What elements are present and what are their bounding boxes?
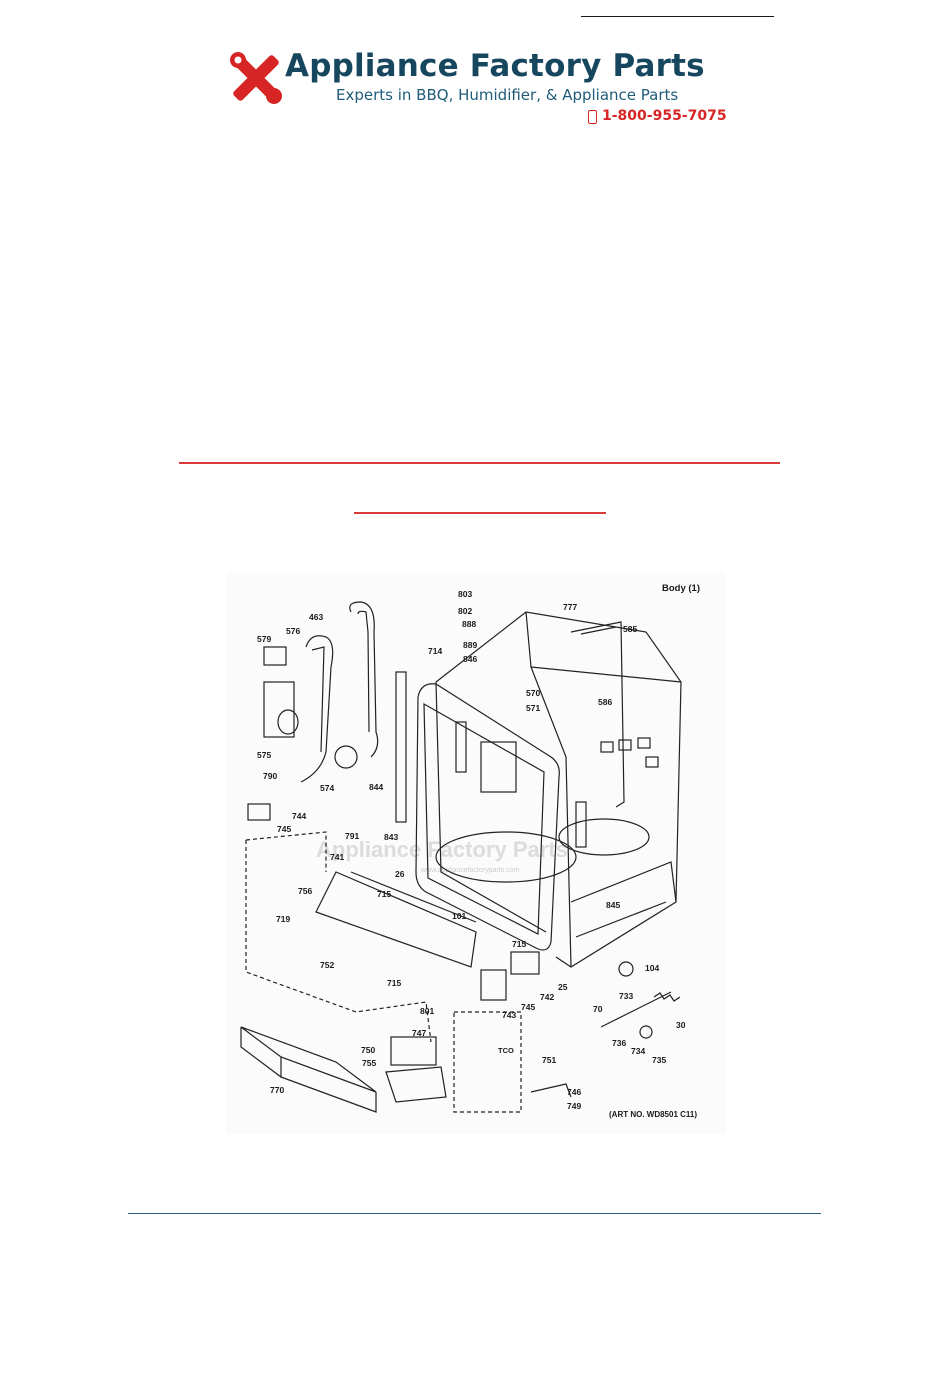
- callout-846: 846: [463, 654, 477, 664]
- callout-888: 888: [462, 619, 476, 629]
- callout-70: 70: [593, 1004, 603, 1014]
- callout-26: 26: [395, 869, 405, 879]
- callout-801: 801: [420, 1006, 434, 1016]
- callout-104: 104: [645, 963, 659, 973]
- red-divider-wide: [179, 462, 780, 464]
- wrench-screwdriver-icon: [230, 52, 282, 104]
- callout-719: 719: [276, 914, 290, 924]
- callout-803: 803: [458, 589, 472, 599]
- callout-734: 734: [631, 1046, 645, 1056]
- callout-845: 845: [606, 900, 620, 910]
- callout-747: 747: [412, 1028, 426, 1038]
- callout-752: 752: [320, 960, 334, 970]
- callout-101: 101: [452, 911, 466, 921]
- parts-diagram: Appliance Factory Parts www.appliancefac…: [226, 572, 726, 1134]
- tub-outline: [415, 611, 682, 968]
- callout-770: 770: [270, 1085, 284, 1095]
- callout-746: 746: [567, 1087, 581, 1097]
- callout-745-a: 745: [277, 824, 291, 834]
- diagram-art-no: (ART NO. WD8501 C11): [609, 1110, 697, 1119]
- callout-25: 25: [558, 982, 568, 992]
- callout-576: 576: [286, 626, 300, 636]
- callout-571: 571: [526, 703, 540, 713]
- callout-tco: TCO: [498, 1046, 514, 1055]
- callout-755: 755: [362, 1058, 376, 1068]
- callout-889: 889: [463, 640, 477, 650]
- brand-tagline: Experts in BBQ, Humidifier, & Appliance …: [336, 86, 679, 104]
- top-link-underline: [581, 16, 774, 17]
- red-divider-short: [354, 512, 606, 514]
- callout-585: 585: [623, 624, 637, 634]
- diagram-title: Body (1): [662, 583, 700, 594]
- callout-744: 744: [292, 811, 306, 821]
- phone-icon: [588, 110, 597, 124]
- callout-750: 750: [361, 1045, 375, 1055]
- callout-749: 749: [567, 1101, 581, 1111]
- callout-715-c: 715: [387, 978, 401, 988]
- callout-575: 575: [257, 750, 271, 760]
- callout-733: 733: [619, 991, 633, 1001]
- callout-741: 741: [330, 852, 344, 862]
- callout-743: 743: [502, 1010, 516, 1020]
- callout-736: 736: [612, 1038, 626, 1048]
- callout-777: 777: [563, 602, 577, 612]
- callout-790: 790: [263, 771, 277, 781]
- callout-735: 735: [652, 1055, 666, 1065]
- callout-579: 579: [257, 634, 271, 644]
- callout-756: 756: [298, 886, 312, 896]
- callout-844: 844: [369, 782, 383, 792]
- callout-751: 751: [542, 1055, 556, 1065]
- callout-745-b: 745: [521, 1002, 535, 1012]
- callout-715-a: 715: [377, 889, 391, 899]
- callout-463: 463: [309, 612, 323, 622]
- callout-586: 586: [598, 697, 612, 707]
- diagram-watermark: Appliance Factory Parts: [316, 837, 568, 862]
- brand-logo-icon: [230, 52, 282, 104]
- callout-791: 791: [345, 831, 359, 841]
- diagram-watermark-url: www.appliancefactoryparts.com: [420, 867, 520, 874]
- callout-802: 802: [458, 606, 472, 616]
- callout-715-b: 715: [512, 939, 526, 949]
- callout-574: 574: [320, 783, 334, 793]
- callout-30: 30: [676, 1020, 686, 1030]
- callout-742: 742: [540, 992, 554, 1002]
- callout-570: 570: [526, 688, 540, 698]
- left-parts: [240, 601, 681, 1113]
- callout-843: 843: [384, 832, 398, 842]
- brand-phone[interactable]: 1-800-955-7075: [602, 108, 727, 124]
- callout-714: 714: [428, 646, 442, 656]
- footer-divider: [128, 1213, 821, 1214]
- brand-title: Appliance Factory Parts: [285, 48, 705, 84]
